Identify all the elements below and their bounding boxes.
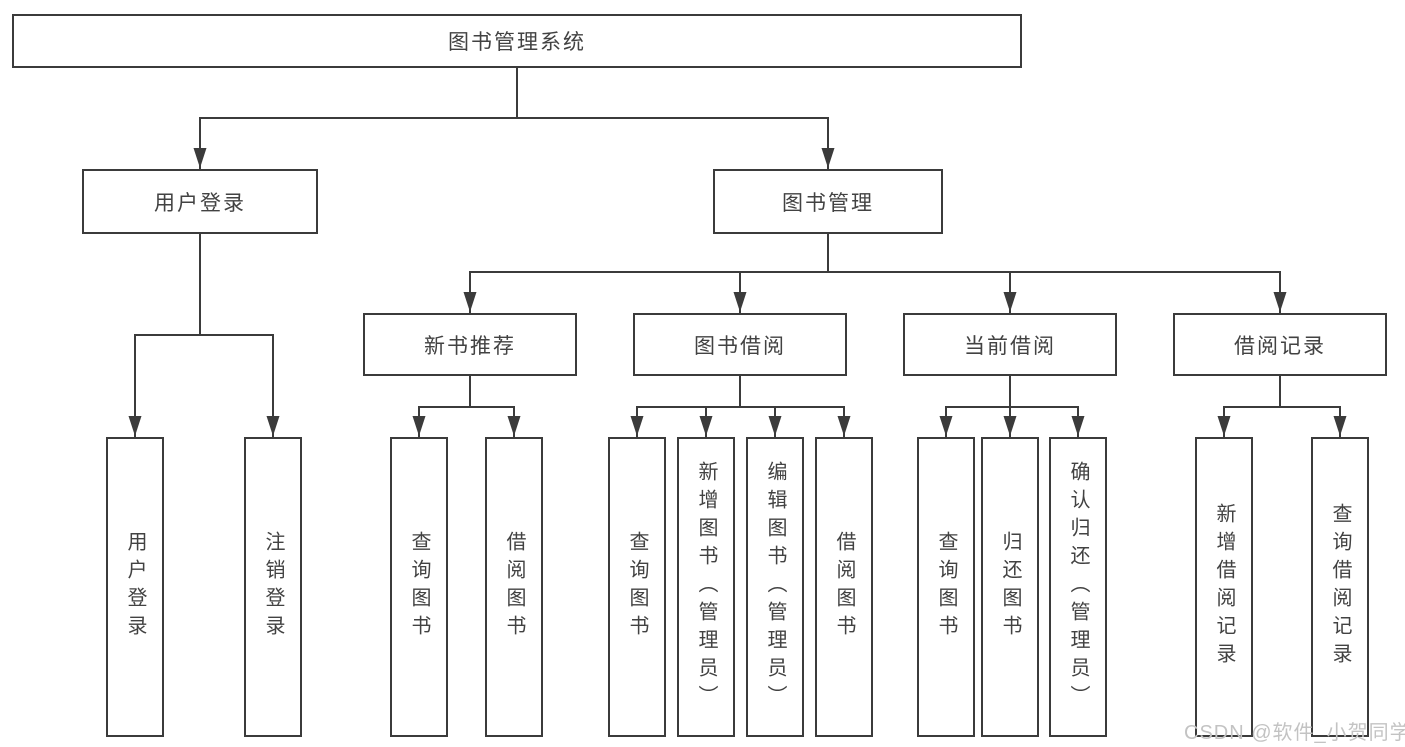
- node-current-borrowing: 当前借阅: [903, 313, 1117, 376]
- leaf-return-books: 归还图书: [981, 437, 1039, 737]
- csdn-watermark: CSDN @软件_小贺同学: [1184, 722, 1405, 744]
- node-user-login: 用户登录: [82, 169, 318, 234]
- leaf-edit-books-admin: 编辑图书（管理员）: [746, 437, 804, 737]
- leaf-query-books-borrowing: 查询图书: [608, 437, 666, 737]
- leaf-borrow-books-borrowing: 借阅图书: [815, 437, 873, 737]
- leaf-add-borrow-record: 新增借阅记录: [1195, 437, 1253, 737]
- leaf-borrow-books-recommend: 借阅图书: [485, 437, 543, 737]
- node-new-book-recommend: 新书推荐: [363, 313, 577, 376]
- leaf-query-borrow-record: 查询借阅记录: [1311, 437, 1369, 737]
- leaf-confirm-return-admin: 确认归还（管理员）: [1049, 437, 1107, 737]
- leaf-logout: 注销登录: [244, 437, 302, 737]
- node-book-management: 图书管理: [713, 169, 943, 234]
- node-book-borrowing: 图书借阅: [633, 313, 847, 376]
- node-root: 图书管理系统: [12, 14, 1022, 68]
- node-borrowing-records: 借阅记录: [1173, 313, 1387, 376]
- leaf-query-books-recommend: 查询图书: [390, 437, 448, 737]
- leaf-add-books-admin: 新增图书（管理员）: [677, 437, 735, 737]
- leaf-query-books-current: 查询图书: [917, 437, 975, 737]
- leaf-user-login: 用户登录: [106, 437, 164, 737]
